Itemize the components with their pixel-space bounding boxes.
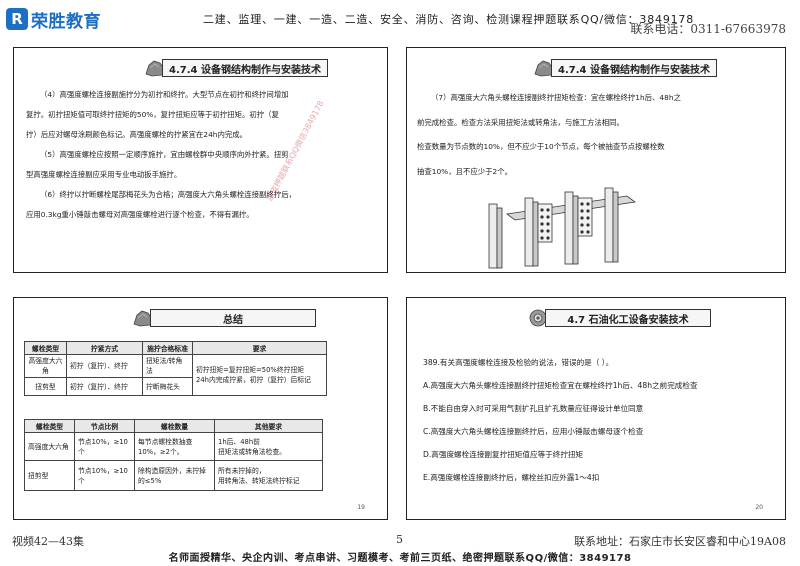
column-header: 螺栓类型 [24,341,67,355]
text-line: 复拧。初拧扭矩值可取终拧扭矩的50%，复拧扭矩应等于初拧扭矩。初拧（复 [26,110,279,119]
header-phone: 联系电话：0311-67663978 [630,22,786,36]
brand-logo: R 荣胜教育 [6,6,101,32]
table-cell: 初拧（复拧）、终拧 [66,377,143,396]
steel-beam-illustration [488,187,637,269]
column-header: 螺栓类型 [24,419,75,433]
slide-4-7-4-part1: 4.7.4 设备钢结构制作与安装技术 （4）高强度螺栓连接副施拧分为初拧和终拧。… [13,47,388,273]
table-cell: 1h后、48h前 扭矩法或转角法检查。 [214,432,323,461]
header-courses: 二建、监理、一建、一造、二造、安全、消防、咨询、检测课程押题联系QQ/微信：38… [203,13,695,26]
logo-mark: R [6,8,28,30]
text-line: （4）高强度螺栓连接副施拧分为初拧和终拧。大型节点在初拧和终拧间增加 [40,90,289,99]
page-number: 5 [396,533,403,546]
slide-title: 4.7.4 设备钢结构制作与安装技术 [551,59,717,77]
table-cell: 拧断梅花头 [142,377,193,396]
gear-badge-icon [529,309,547,327]
column-header: 要求 [192,341,327,355]
rock-icon [133,310,153,327]
footer-banner: 名师面授精华、央企内训、考点串讲、习题模考、考前三页纸、绝密押题联系QQ/微信：… [168,553,632,564]
slide-4-7-4-part2: 4.7.4 设备钢结构制作与安装技术 （7）高强度大六角头螺栓连接副终拧扭矩检查… [406,47,786,273]
slide-title: 4.7 石油化工设备安装技术 [545,309,711,327]
slide-title: 4.7.4 设备钢结构制作与安装技术 [162,59,328,77]
table-cell: 扭剪型 [24,377,67,396]
table-header-row: 螺栓类型 拧紧方式 施拧合格标准 要求 [24,341,327,355]
video-episode-label: 视频42—43集 [12,535,84,548]
table-header-row: 螺栓类型 节点比例 螺栓数量 其他要求 [24,419,323,433]
slide-page-number: 19 [357,504,365,511]
table-cell: 除构造原因外，未拧掉的≤5% [134,460,215,491]
text-line: 检查数量为节点数的10%，但不应少于10个节点，每个被抽查节点按螺栓数 [417,142,665,151]
table-cell: 每节点螺栓数抽查10%，≥2个。 [134,432,215,461]
answer-option: B.不能自由穿入时可采用气割扩孔且扩孔数量应征得设计单位同意 [423,404,644,413]
column-header: 施拧合格标准 [142,341,193,355]
text-line: （6）终拧以拧断螺栓尾部梅花头为合格；高强度大六角头螺栓连接副终拧后， [40,190,296,199]
text-line: （7）高强度大六角头螺栓连接副终拧扭矩检查：宜在螺栓终拧1h后、48h之 [431,93,681,102]
column-header: 节点比例 [74,419,135,433]
table-cell: 所有未拧掉的， 用转角法、转矩法终拧标记 [214,460,323,491]
slide-body: （4）高强度螺栓连接副施拧分为初拧和终拧。大型节点在初拧和终拧间增加 复拧。初拧… [26,85,296,225]
table-row: 扭剪型 初拧（复拧）、终拧 拧断梅花头 [24,377,327,396]
slide-page-number: 20 [755,504,763,511]
answer-option: E.高强度螺栓连接副终拧后，螺栓丝扣应外露1～4扣 [423,473,600,482]
text-line: 应用0.3kg重小锤敲击螺母对高强度螺栓进行逐个检查，不得有漏拧。 [26,210,254,219]
table-row: 高强度大六角 初拧（复拧）、终拧 扭矩法/转角法 初拧扭矩=复拧扭矩=50%终拧… [24,354,327,396]
answer-option: A.高强度大六角头螺栓连接副终拧扭矩检查宜在螺栓终拧1h后、48h之前完成检查 [423,381,698,390]
table-cell: 扭矩法/转角法 [142,354,193,378]
text-line: 抽查10%，且不应少于2个。 [417,166,513,176]
table-row: 高强度大六角 节点10%，≥10个 每节点螺栓数抽查10%，≥2个。 1h后、4… [24,432,323,461]
slide-summary: 总结 螺栓类型 拧紧方式 施拧合格标准 要求 高强度大六角 初拧（复拧）、终拧 … [13,297,388,520]
column-header: 螺栓数量 [134,419,215,433]
slide-question-389: 4.7 石油化工设备安装技术 389.有关高强度螺栓连接及检验的说法，错误的是（… [406,297,786,520]
table-row: 扭剪型 节点10%，≥10个 除构造原因外，未拧掉的≤5% 所有未拧掉的， 用转… [24,460,323,491]
table-cell: 节点10%，≥10个 [74,432,135,461]
column-header: 其他要求 [214,419,323,433]
slide-title: 总结 [150,309,316,327]
table-cell: 初拧（复拧）、终拧 [66,354,143,378]
text-line: 拧）后应对螺母涂刷颜色标记。高强度螺栓的拧紧宜在24h内完成。 [26,130,248,139]
answer-option: D.高强度螺栓连接副复拧扭矩值应等于终拧扭矩 [423,450,584,459]
table-cell: 扭剪型 [24,460,75,491]
question-block: 389.有关高强度螺栓连接及检验的说法，错误的是（ ）。 A.高强度大六角头螺栓… [423,351,698,489]
contact-address: 联系地址：石家庄市长安区睿和中心19A08 [574,535,786,548]
question-stem: 389.有关高强度螺栓连接及检验的说法，错误的是（ ）。 [423,358,614,367]
table-cell: 节点10%，≥10个 [74,460,135,491]
summary-table-inspection: 螺栓类型 节点比例 螺栓数量 其他要求 高强度大六角 节点10%，≥10个 每节… [24,419,323,491]
column-header: 拧紧方式 [66,341,143,355]
table-cell: 高强度大六角 [24,432,75,461]
answer-option: C.高强度大六角头螺栓连接副终拧后，应用小锤敲击螺母逐个检查 [423,427,644,436]
text-line: 型高强度螺栓连接副应采用专业电动扳手施拧。 [26,170,182,179]
text-line: （5）高强度螺栓应按照一定顺序施拧，宜由螺栓群中央顺序向外拧紧。扭剪 [40,150,289,159]
text-line: 前完成检查。检查方法采用扭矩法或转角法，与施工方法相同。 [417,117,624,127]
table-cell: 高强度大六角 [24,354,67,378]
table-cell: 初拧扭矩=复拧扭矩=50%终拧扭矩 24h内完成拧紧，初拧（复拧）后标记 [192,354,327,396]
slide-body: （7）高强度大六角头螺栓连接副终拧扭矩检查：宜在螺栓终拧1h后、48h之 前完成… [417,86,681,184]
logo-text: 荣胜教育 [31,11,101,32]
summary-table-tightening: 螺栓类型 拧紧方式 施拧合格标准 要求 高强度大六角 初拧（复拧）、终拧 扭矩法… [24,341,327,396]
